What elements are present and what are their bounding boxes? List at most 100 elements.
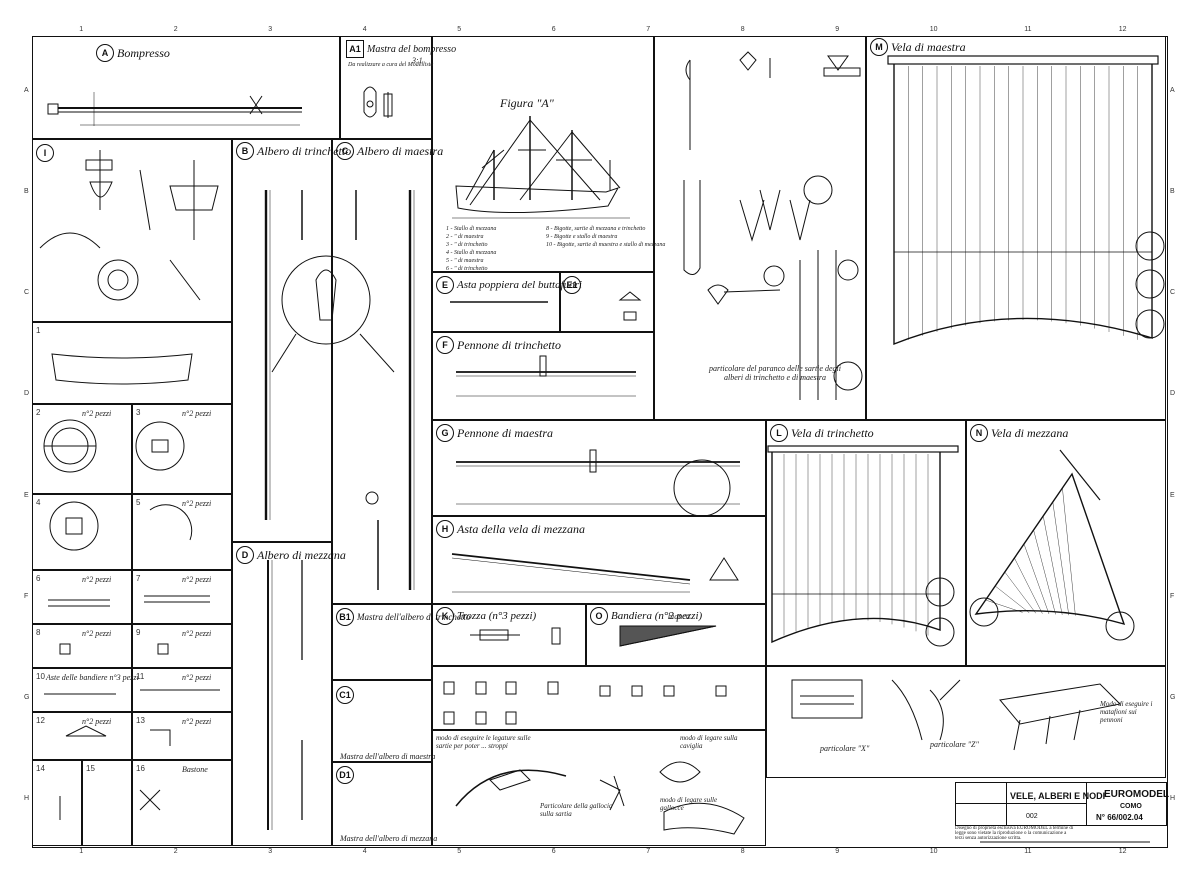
part-4 <box>32 494 132 570</box>
label-K: Trozza (n°3 pezzi) <box>457 610 537 622</box>
company-name: EUROMODEL <box>1104 789 1169 800</box>
sail-seam <box>1004 571 1036 614</box>
title-A1: A1 Mastra del bompresso <box>346 40 456 58</box>
part-label: Aste delle bandiere n°3 pezzi <box>46 673 139 682</box>
label-L: Vela di trinchetto <box>791 425 874 440</box>
note-detZ: particolare "Z" <box>930 740 979 749</box>
title-block: VELE, ALBERI E NODI EUROMODEL COMO N° 66… <box>955 782 1169 826</box>
row-letter: B <box>24 187 29 195</box>
title-D: D Albero di mezzana <box>236 546 346 564</box>
column-number: 4 <box>362 26 367 33</box>
column-number: 7 <box>646 848 651 855</box>
label-G: Pennone di maestra <box>457 425 553 440</box>
badge-G: G <box>436 424 454 442</box>
label-E: Asta poppiera del buttafuori <box>457 279 582 291</box>
title-H: H Asta della vela di mezzana <box>436 520 585 538</box>
sail-seam <box>1033 529 1056 615</box>
title-C1: C1 <box>336 686 354 704</box>
badge-C1: C1 <box>336 686 354 704</box>
legend-entry: 4 - Stallo di mezzana <box>446 250 497 256</box>
sail-seam <box>995 585 1030 613</box>
panel-details-XZY <box>766 666 1166 778</box>
badge-L: L <box>770 424 788 442</box>
part-3 <box>132 404 232 494</box>
column-number: 3 <box>268 26 273 33</box>
row-letter: H <box>1170 795 1176 803</box>
panel-D-mizzenmast <box>232 542 332 846</box>
panel-F-fore-yard <box>432 332 654 420</box>
column-number: 12 <box>1118 848 1127 855</box>
legend-entry: 3 - " di trinchetto <box>446 242 488 248</box>
part-label: n°2 pezzi <box>182 409 212 418</box>
part-number: 6 <box>36 574 41 583</box>
part-number: 7 <box>136 574 141 583</box>
panel-E-spar <box>432 272 560 332</box>
title-O: O Bandiera (n°2 pezzi) <box>590 607 702 625</box>
note-knot1: modo di eseguire le legature sulle sarti… <box>436 734 531 750</box>
panel-O-flag <box>586 604 766 666</box>
row-letter: C <box>1170 289 1176 297</box>
part-12 <box>32 712 132 760</box>
row-letter: C <box>24 289 30 297</box>
note-knot4: modo di legare sulle gallocce <box>660 796 718 812</box>
badge-K: K <box>436 607 454 625</box>
note-detY: Modo di eseguire i matafioni sui pennoni <box>1100 700 1153 724</box>
part-number: 8 <box>36 628 41 637</box>
column-number: 5 <box>457 848 462 855</box>
column-number: 1 <box>79 848 84 855</box>
row-letter: A <box>1170 86 1175 94</box>
row-letter: H <box>24 795 30 803</box>
label-C: Albero di maestra <box>357 143 444 158</box>
panel-B1 <box>332 604 432 680</box>
part-label: n°2 pezzi <box>182 629 212 638</box>
label-B1: Mastra dell'albero di trinchetto <box>357 612 471 622</box>
part-8 <box>32 624 132 668</box>
column-number: 11 <box>1024 848 1032 855</box>
label-M: Vela di maestra <box>891 39 966 54</box>
part-label: n°2 pezzi <box>182 575 212 584</box>
part-number: 5 <box>136 498 141 507</box>
panel-B-foremast <box>232 139 332 542</box>
column-number: 12 <box>1118 26 1127 33</box>
legend-entry: 9 - Bigotte e stallo di maestra <box>546 234 618 240</box>
badge-F: F <box>436 336 454 354</box>
part-number: 13 <box>136 716 145 725</box>
panel-rigging-details <box>654 36 866 420</box>
sail-seam <box>1043 515 1063 615</box>
drawing-code: N° 66/002.04 <box>1096 813 1143 822</box>
row-letter: E <box>1170 491 1175 499</box>
scale-A1: 3:1 <box>412 56 423 65</box>
part-10 <box>32 668 132 712</box>
panel-knots <box>432 730 766 846</box>
part-label: n°2 pezzi <box>82 409 112 418</box>
legend-entry: 6 - " di trinchetto <box>446 266 488 272</box>
part-9 <box>132 624 232 668</box>
title-A: A Bompresso <box>96 44 170 62</box>
part-number: 1 <box>36 326 41 335</box>
note-knot2: Particolare della gallocia sulla sartia <box>540 802 613 818</box>
column-number: 2 <box>173 848 178 855</box>
part-number: 11 <box>136 672 145 681</box>
panel-parts-1 <box>32 322 232 404</box>
panel-blocks <box>432 666 766 730</box>
column-number: 10 <box>929 848 938 855</box>
label-A: Bompresso <box>117 45 170 60</box>
column-number: 11 <box>1024 26 1032 33</box>
row-letter: D <box>1170 390 1176 398</box>
part-label: n°2 pezzi <box>82 629 112 638</box>
badge-D1: D1 <box>336 766 354 784</box>
panel-H-mizzen-yard <box>432 516 766 604</box>
title-K: K Trozza (n°3 pezzi) <box>436 607 536 625</box>
title-C: C Albero di maestra <box>336 142 443 160</box>
part-number: 16 <box>136 764 145 773</box>
project-number: 002 <box>1026 813 1038 820</box>
legend-entry: 1 - Stallo di mezzana <box>446 226 497 232</box>
legend-entry: 10 - Bigotte, sartie di maestra e stallo… <box>546 242 666 248</box>
label-N: Vela di mezzana <box>991 425 1069 440</box>
column-number: 5 <box>457 26 462 33</box>
note-detX: particolare "X" <box>820 744 870 753</box>
panel-A-bowsprit <box>32 36 340 139</box>
title-I: I <box>36 144 54 162</box>
part-label: n°2 pezzi <box>182 499 212 508</box>
